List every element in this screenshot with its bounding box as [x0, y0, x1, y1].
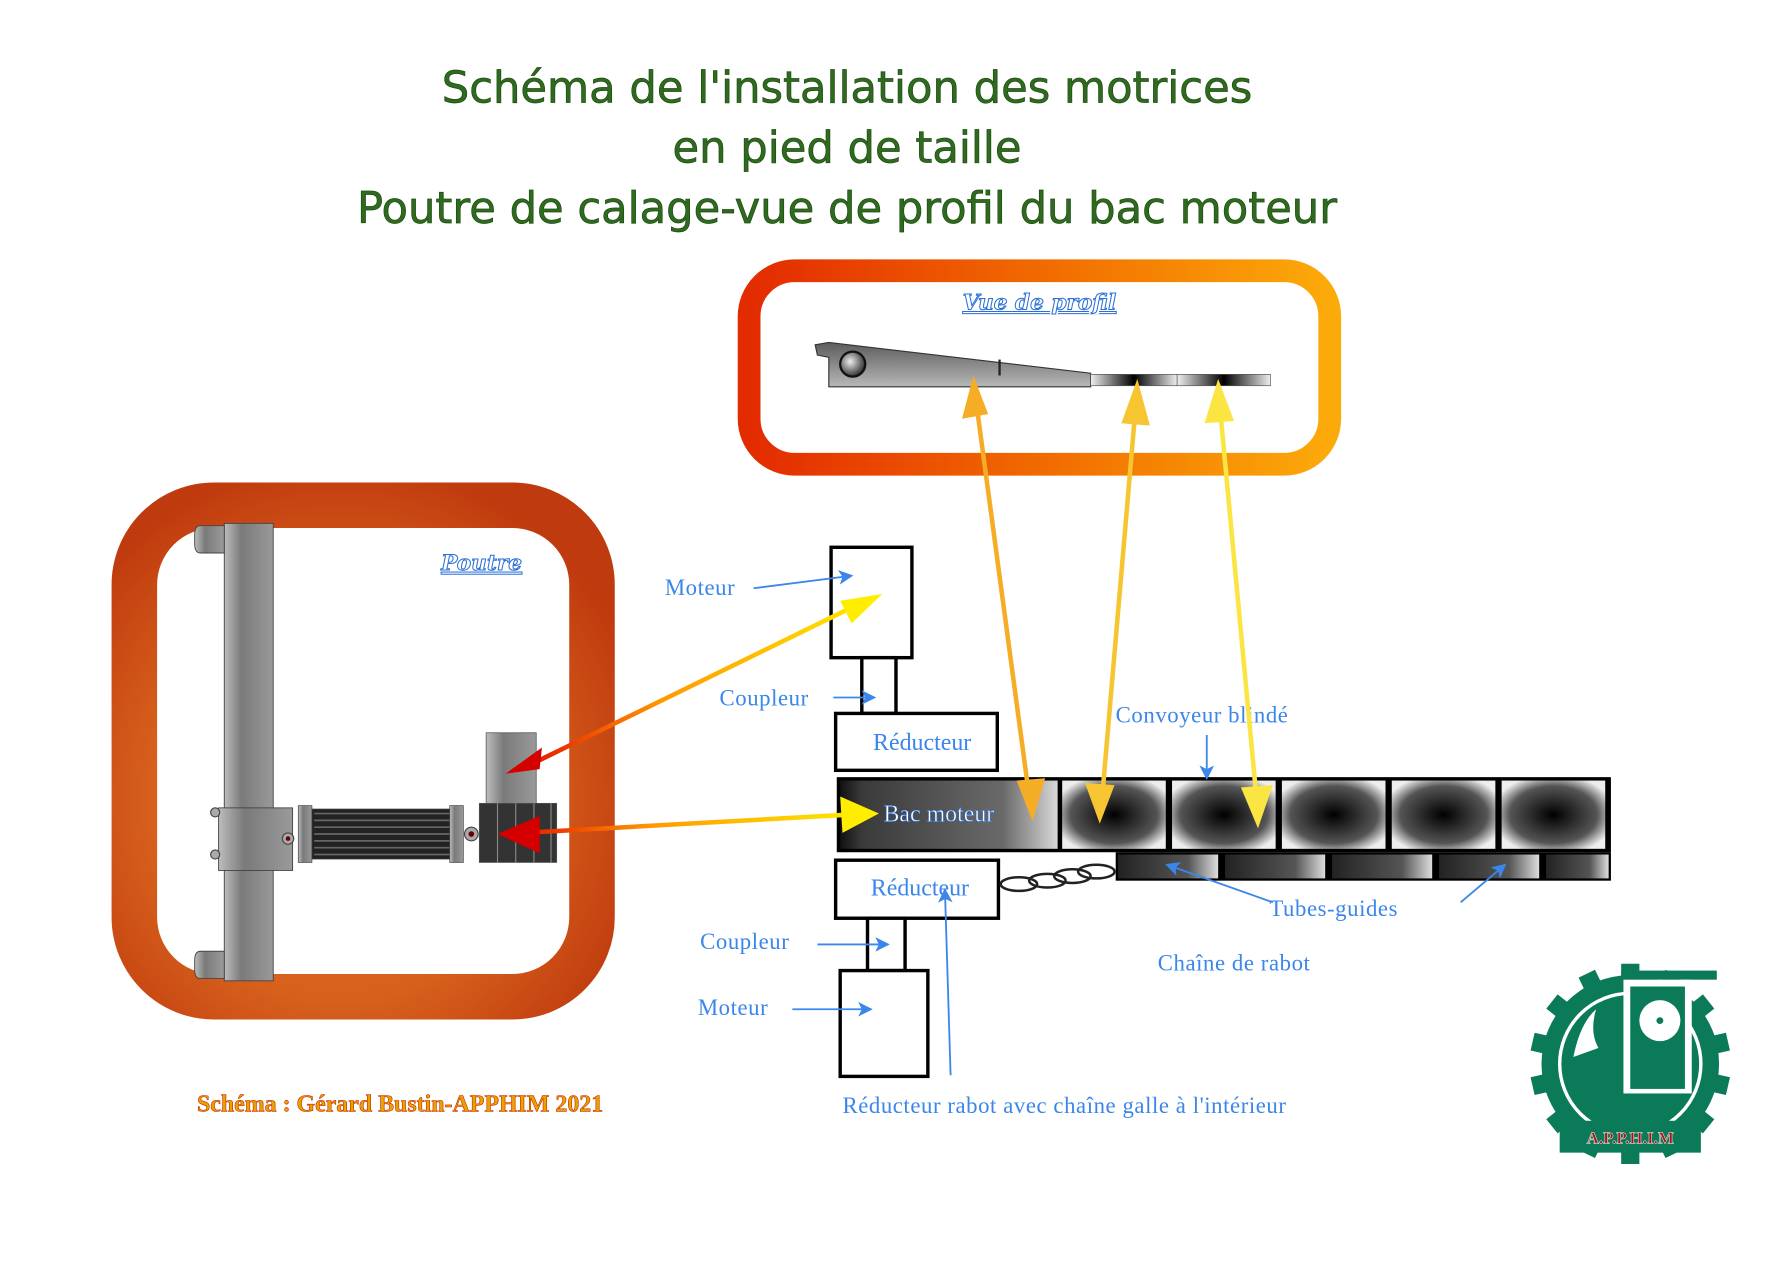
title-line-1: Schéma de l'installation des motrices: [442, 63, 1252, 113]
bottom-motor-box: [838, 968, 930, 1079]
profile-view-label: Vue de profil: [963, 290, 1117, 315]
arrow-head-yellow-icon: [840, 593, 883, 624]
arrow-beam-to-pan: [523, 812, 849, 836]
logo-text: A.P.P.H.I.M: [1587, 1129, 1674, 1148]
top-reducer-label: Réducteur: [873, 730, 971, 756]
plow-chain-links: [999, 863, 1116, 893]
profile-view-panel: Vue de profil: [737, 259, 1342, 476]
bottom-coupler-label: Coupleur: [700, 929, 789, 954]
bottom-reducer-box: [833, 858, 1001, 920]
arrow-profile-to-pan-3: [1217, 400, 1260, 803]
bottom-motor-label: Moteur: [698, 995, 768, 1020]
profile-drum-icon: [839, 350, 867, 378]
diagram-title: Schéma de l'installation des motrices en…: [357, 63, 1338, 234]
diagram-credit: Schéma : Gérard Bustin-APPHIM 2021: [197, 1092, 603, 1118]
profile-view-frame: [737, 259, 1342, 476]
beam-panel: Poutre: [111, 482, 615, 1020]
apphim-logo: A.P.P.H.I.M: [1530, 963, 1730, 1165]
guide-tube: [1224, 854, 1326, 879]
bottom-drive-unit: Réducteur Coupleur Moteur Tubes-guides C…: [698, 858, 1507, 1118]
conveyor-label: Convoyeur blindé: [1116, 703, 1289, 728]
guide-tube: [1117, 854, 1219, 879]
title-line-2: en pied de taille: [673, 124, 1022, 174]
motor-pan-label: Bac moteur: [883, 802, 994, 828]
plow-reducer-note: Réducteur rabot avec chaîne galle à l'in…: [842, 1093, 1286, 1118]
conveyor-pan: [1391, 780, 1496, 849]
arrow-profile-to-pan-1: [973, 397, 1032, 797]
top-coupler-box: [860, 655, 898, 716]
top-reducer-box: [833, 711, 999, 773]
top-drive-unit: Réducteur Moteur Coupleur: [665, 545, 999, 773]
beam-label: Poutre: [440, 551, 522, 576]
bottom-reducer-label: Réducteur: [871, 875, 969, 901]
guide-tube: [1439, 854, 1540, 879]
title-line-3: Poutre de calage-vue de profil du bac mo…: [357, 184, 1337, 234]
profile-motor-pan-drawing: [814, 341, 1271, 388]
arrow-beam-to-motor: [534, 603, 858, 765]
beam-clamp: [218, 807, 294, 871]
top-motor-label: Moteur: [665, 575, 735, 600]
arrow-profile-to-pan-2: [1099, 400, 1139, 799]
beam-post: [223, 522, 274, 982]
conveyor-pan: [1281, 780, 1386, 849]
profile-pan-segment: [1176, 374, 1271, 387]
profile-pan-segment: [1090, 374, 1178, 387]
arrow-head-yellow-icon: [840, 796, 879, 833]
arrow-head-red-icon: [497, 815, 540, 854]
beam-frame: [111, 482, 615, 1020]
conveyor-pan: [1062, 780, 1166, 849]
conveyor-pan: [1501, 780, 1606, 849]
guide-tubes-label: Tubes-guides: [1269, 896, 1398, 921]
guide-tube: [1546, 854, 1609, 879]
plow-chain-label: Chaîne de rabot: [1158, 951, 1311, 976]
guide-tube: [1332, 854, 1433, 879]
connector-arrows: [497, 375, 1273, 854]
top-coupler-label: Coupleur: [720, 685, 809, 710]
beam-drawing: [194, 522, 558, 982]
armored-conveyor: Bac moteur Convoyeur blindé: [836, 703, 1611, 881]
logo-leaf-icon: [1573, 1009, 1599, 1058]
